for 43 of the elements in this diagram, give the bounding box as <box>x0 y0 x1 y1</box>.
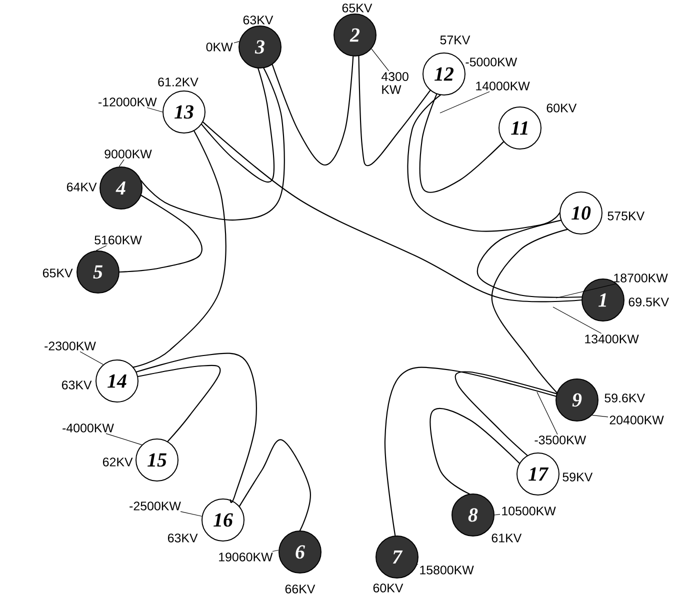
value-label: 66KV <box>285 584 316 594</box>
line <box>118 194 202 273</box>
line <box>491 228 568 394</box>
line <box>140 68 285 221</box>
value-label: 15800KW <box>416 564 474 574</box>
value-label: -5000KW <box>464 58 518 67</box>
line <box>132 130 226 368</box>
value-label: 63KV <box>168 534 198 542</box>
value-label: 57KV <box>440 36 470 44</box>
value-label: 65KV <box>342 4 372 12</box>
value-label: 9000KW <box>104 150 152 167</box>
line <box>202 122 582 302</box>
value-label: 60KV <box>373 584 404 592</box>
value-label: 65KV <box>42 268 73 278</box>
value-label: 575KV <box>608 212 645 220</box>
line <box>476 220 582 298</box>
value-label: 59KV <box>562 472 593 482</box>
value-label: 5160KW <box>94 236 142 251</box>
line <box>272 56 354 166</box>
line <box>136 352 257 503</box>
value-label: -12000KW <box>98 98 163 112</box>
value-label: 0KW <box>206 41 240 52</box>
value-label: 19060KW <box>219 550 279 562</box>
value-label: 10500KW <box>494 506 556 516</box>
line <box>238 439 311 532</box>
value-label: -2500KW <box>130 502 202 517</box>
line <box>384 366 556 536</box>
value-label: 63KV <box>243 16 274 24</box>
value-label: 60KV <box>546 104 577 112</box>
line <box>407 94 560 232</box>
value-label: 61KV <box>492 534 522 542</box>
value-label: 63KV <box>62 380 92 390</box>
line <box>454 371 557 456</box>
line <box>201 68 275 183</box>
value-label: 69.5KV <box>628 298 669 306</box>
value-label: 61.2KV <box>158 78 198 86</box>
line <box>419 94 504 193</box>
line <box>430 408 520 494</box>
value-label: 59.6KV <box>604 394 645 402</box>
line <box>358 56 431 166</box>
line <box>137 364 221 442</box>
value-label: 64KV <box>66 182 97 192</box>
value-label: 62KV <box>102 458 133 466</box>
